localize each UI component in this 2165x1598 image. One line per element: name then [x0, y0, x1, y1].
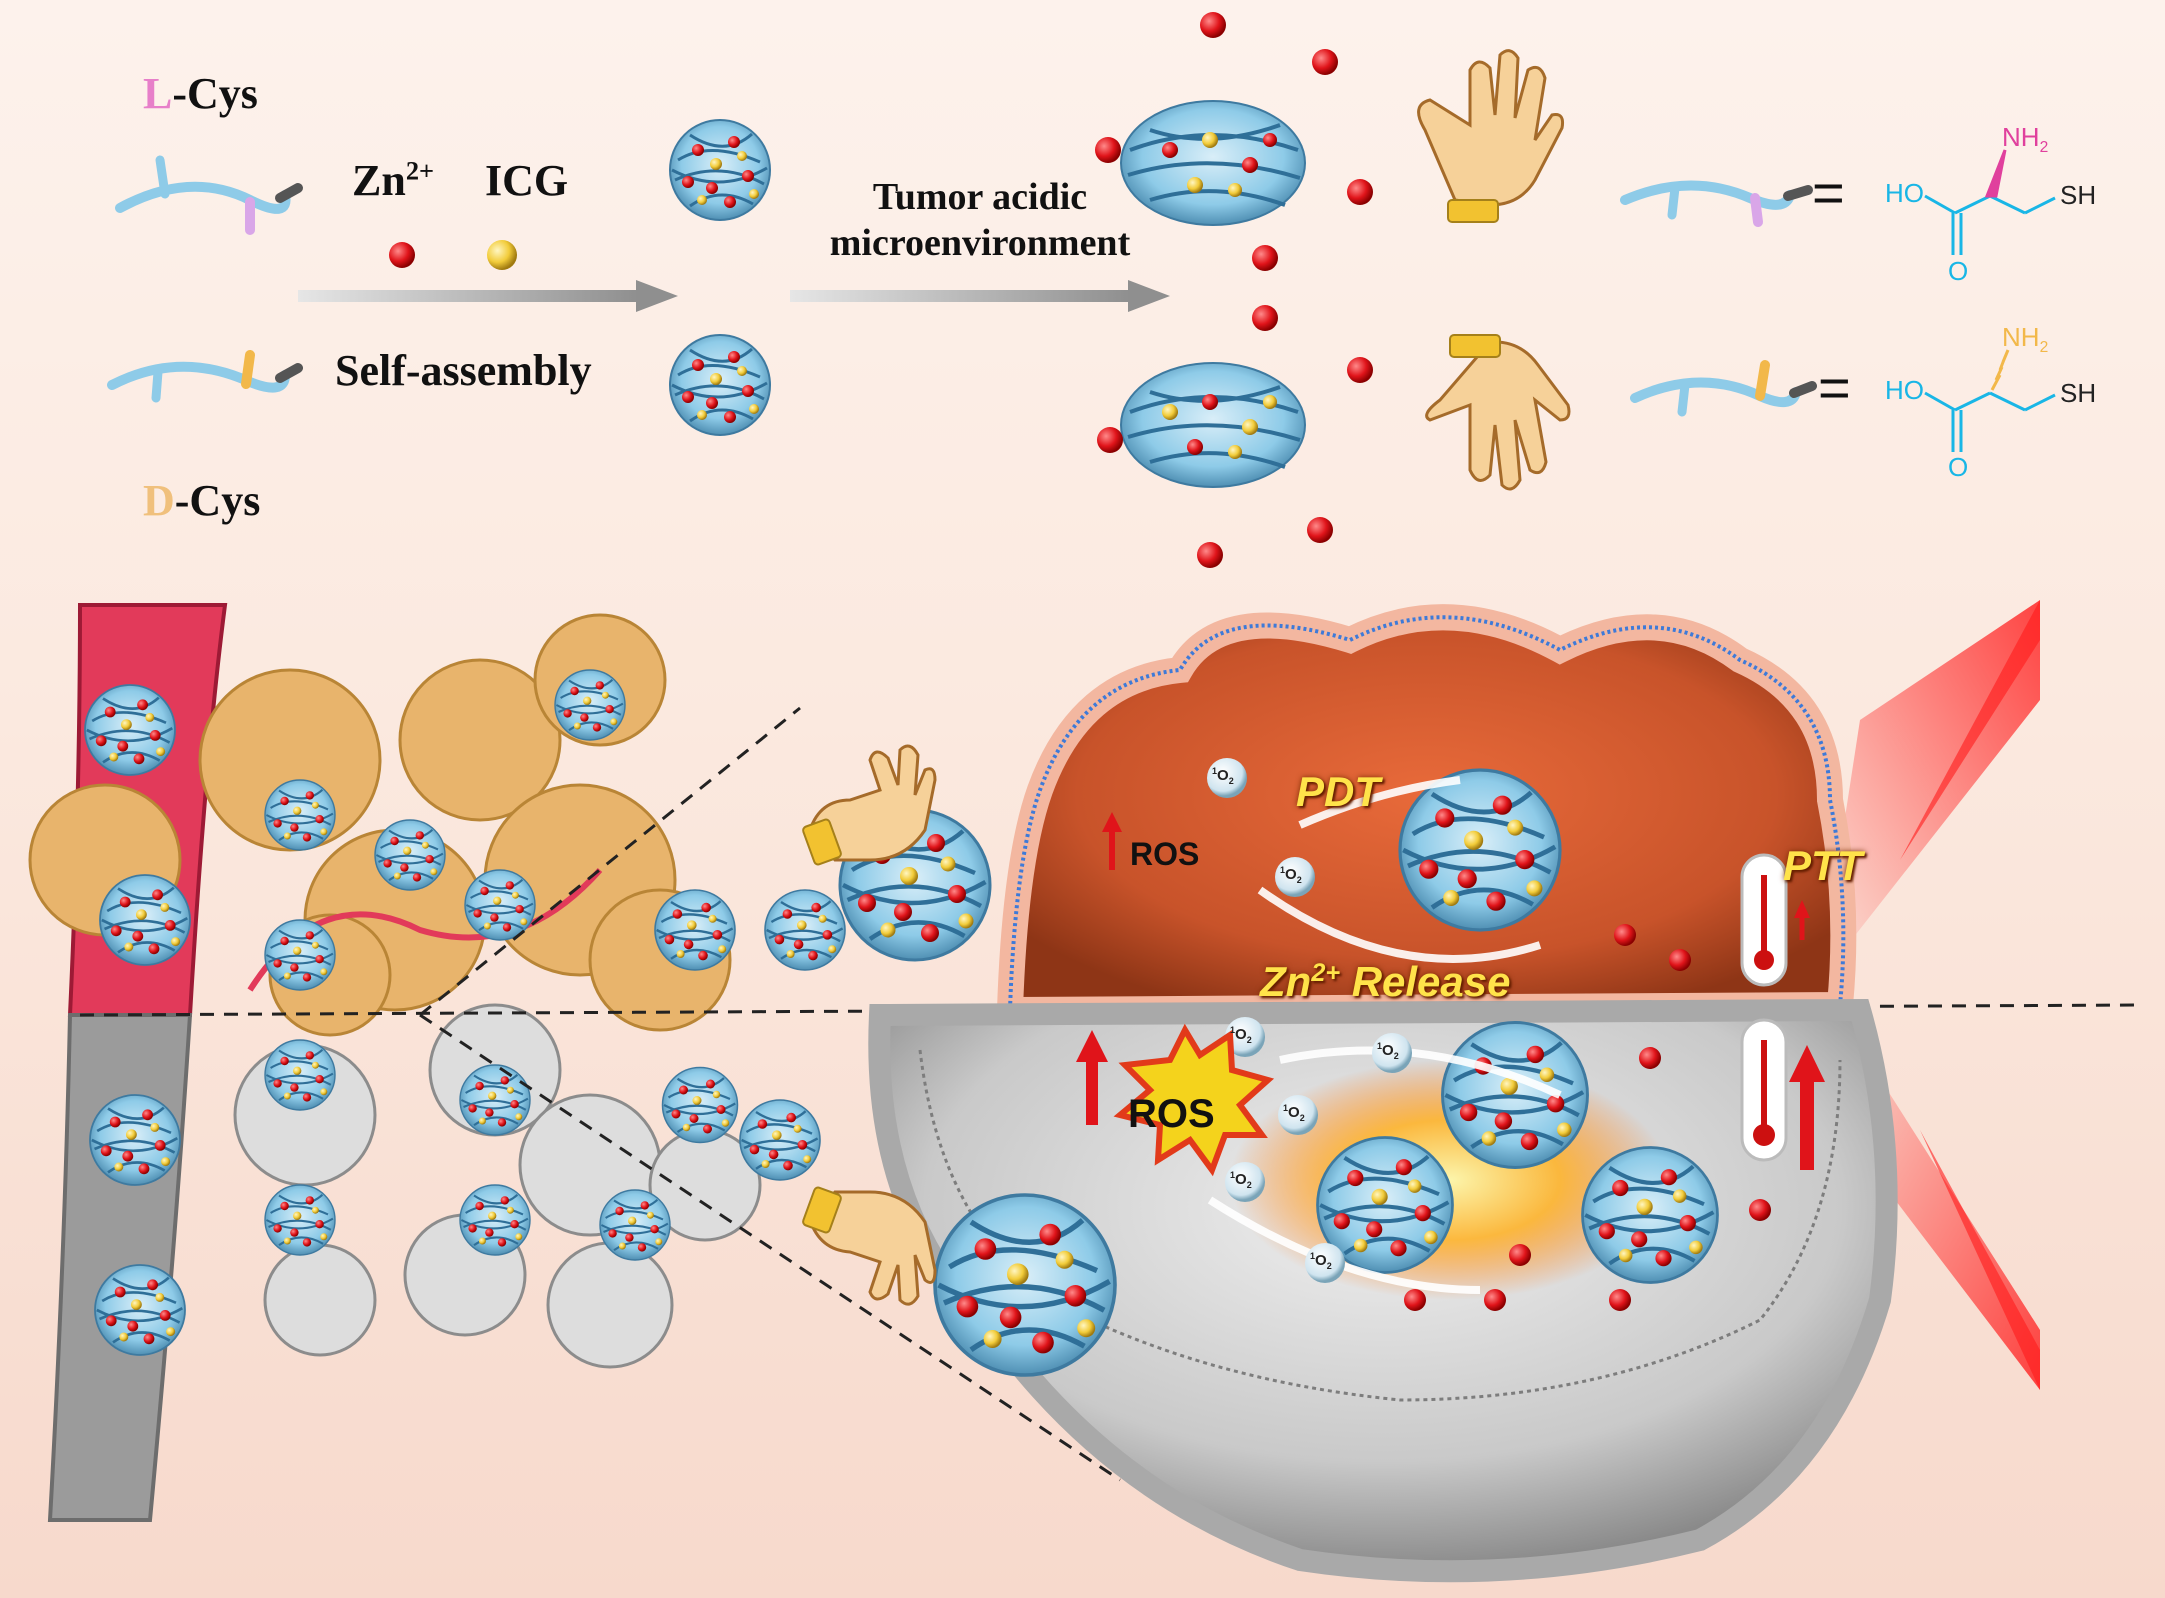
- blood-vessel-bottom: [47, 1013, 193, 1522]
- equals-d: =: [1818, 356, 1851, 419]
- singlet-oxygen-5: 1O2: [1283, 1103, 1305, 1123]
- l-cys-label: L-Cys: [143, 68, 258, 119]
- disassembled-nanoparticle-l-icon: [1120, 100, 1306, 226]
- self-assembly-label: Self-assembly: [335, 346, 592, 395]
- thermometer-bottom-icon: [1740, 1018, 1825, 1170]
- small-hand-top-icon: [802, 744, 937, 866]
- d-cys-prefix: D: [143, 476, 175, 525]
- singlet-oxygen-1: 1O2: [1212, 766, 1234, 786]
- transport-arrows: [1207, 776, 1562, 1294]
- ros-up-arrow-top-icon: [1102, 812, 1122, 870]
- singlet-oxygen-2: 1O2: [1280, 865, 1302, 885]
- pdt-label: PDT: [1296, 768, 1380, 815]
- l-cys-strand: [115, 155, 303, 235]
- zn-release-label: Zn2+ Release: [1260, 958, 1511, 1006]
- l-cys-structure-strand: [1620, 180, 1813, 227]
- zn-release-charge: 2+: [1311, 959, 1341, 987]
- tumor-arrow-icon: [790, 280, 1170, 312]
- l-cys-suffix: -Cys: [172, 69, 258, 118]
- l-ho-label: HO: [1885, 178, 1924, 208]
- singlet-oxygen-4: 1O2: [1377, 1041, 1399, 1061]
- tumor-environment-label: Tumor acidic microenvironment: [800, 175, 1160, 266]
- nanoparticle-d-icon: [668, 333, 772, 437]
- zn-charge: 2+: [405, 155, 435, 186]
- d-cys-suffix: -Cys: [174, 476, 261, 525]
- d-nh2-label: NH2: [2002, 322, 2048, 357]
- equals-l: =: [1812, 161, 1845, 224]
- zn-label: Zn2+: [352, 155, 434, 206]
- zn-base: Zn: [352, 156, 406, 205]
- nanoparticle-l-icon: [668, 118, 772, 222]
- d-cys-structure-strand: [1630, 360, 1817, 417]
- singlet-oxygen-7: 1O2: [1310, 1251, 1332, 1271]
- self-assembly-arrow-icon: [298, 280, 678, 312]
- singlet-oxygen-bubbles: [1207, 758, 1412, 1283]
- right-hand-icon: [1425, 334, 1571, 491]
- l-cys-chemical-structure: [1924, 149, 2056, 255]
- l-sh-label: SH: [2060, 180, 2097, 210]
- cell-zn-ions: [1404, 924, 1771, 1311]
- tumor-line-2: microenvironment: [829, 221, 1131, 264]
- d-ho-label: HO: [1885, 375, 1924, 405]
- zn-release-word: Release: [1351, 958, 1511, 1005]
- zn-release-base: Zn: [1260, 958, 1312, 1005]
- ptt-label: PTT: [1783, 842, 1863, 889]
- released-zn-ions: [1095, 12, 1373, 568]
- tumor-line-1: Tumor acidic: [872, 176, 1088, 218]
- l-nh2-label: NH2: [2002, 122, 2048, 157]
- d-nh-sub: 2: [2039, 339, 2049, 357]
- l-nh-sub: 2: [2039, 139, 2049, 157]
- l-cys-prefix: L: [143, 69, 173, 118]
- small-hand-bottom-icon: [802, 1186, 937, 1306]
- laser-beam-top: [1820, 600, 2040, 980]
- icg-icon: [487, 240, 517, 270]
- d-cys-chemical-structure: [1924, 349, 2056, 452]
- d-nh: NH: [2002, 322, 2040, 352]
- d-sh-label: SH: [2060, 378, 2097, 408]
- singlet-oxygen-3: 1O2: [1230, 1025, 1252, 1045]
- l-nh: NH: [2002, 122, 2040, 152]
- disassembled-nanoparticle-d-icon: [1120, 362, 1306, 488]
- explosion-icon: [1113, 1023, 1275, 1177]
- singlet-oxygen-6: 1O2: [1230, 1170, 1252, 1190]
- ros-up-arrow-bottom-icon: [1076, 1030, 1108, 1125]
- l-o-label: O: [1948, 256, 1969, 286]
- d-cys-strand: [107, 350, 303, 403]
- icg-label: ICG: [485, 156, 569, 205]
- ros-top-label: ROS: [1130, 836, 1200, 872]
- thermometer-top-icon: [1740, 853, 1810, 987]
- ros-bottom-label: ROS: [1128, 1092, 1215, 1136]
- zn-ion-icon: [389, 242, 415, 268]
- d-o-label: O: [1948, 452, 1969, 482]
- left-hand-icon: [1417, 49, 1564, 223]
- d-cys-label: D-Cys: [143, 475, 260, 526]
